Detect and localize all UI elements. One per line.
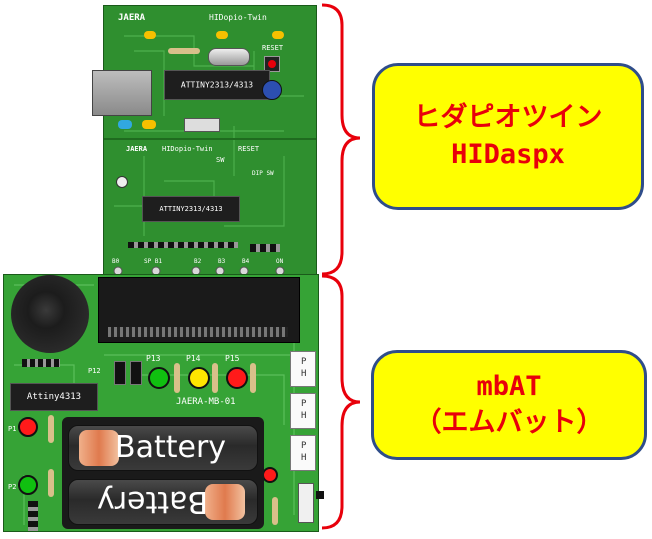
blue-cap — [118, 120, 132, 129]
braces — [321, 3, 361, 530]
switch[interactable] — [184, 118, 220, 132]
pin-label: B4 — [242, 258, 250, 265]
brace-top — [321, 3, 361, 276]
reset-button[interactable] — [264, 56, 280, 72]
ph-connector: P H — [290, 351, 316, 387]
battery-bottom: Battery — [68, 479, 258, 525]
chip-label: ATTINY2313/4313 — [180, 80, 254, 90]
led-yellow — [188, 367, 210, 389]
resistor — [212, 363, 218, 393]
led-top — [116, 176, 128, 188]
battery-top: Battery — [68, 425, 258, 471]
callout-line: ヒダピオツイン — [413, 102, 603, 134]
callout-hidaspx: ヒダピオツイン HIDaspx — [372, 63, 644, 210]
callout-line: mbAT — [476, 370, 542, 402]
pin-label-row: B0 SP B1 B2 B3 B4 ON — [108, 258, 308, 270]
side-label-p12: P12 — [88, 367, 101, 375]
ph-connector-label: P H — [301, 399, 307, 421]
resistor — [48, 469, 54, 497]
attiny-chip-2: ATTINY2313/4313 — [142, 196, 240, 222]
jumper[interactable] — [114, 361, 126, 385]
jumper[interactable] — [130, 361, 142, 385]
callout-line: （エムバット） — [414, 407, 604, 438]
connector-pins — [108, 327, 288, 337]
resistor — [272, 497, 278, 525]
led-red — [226, 367, 248, 389]
chip2-label: ATTINY2313/4313 — [159, 205, 223, 213]
reset-label: RESET — [262, 44, 284, 52]
mid-brand-text: JAERA — [126, 145, 148, 153]
callout-line: HIDaspx — [451, 138, 565, 170]
battery-cap — [79, 430, 119, 466]
attiny4313-chip: Attiny4313 — [10, 383, 98, 411]
pads — [113, 266, 285, 276]
brand-text: JAERA — [118, 13, 146, 23]
yellow-cap — [142, 120, 156, 129]
led-green-p2 — [18, 475, 38, 495]
attiny-chip-1: ATTINY2313/4313 — [164, 70, 270, 100]
resistor — [48, 415, 54, 443]
chip-label: Attiny4313 — [26, 392, 82, 402]
header-pins — [250, 244, 280, 252]
ph-connector-label: P H — [301, 441, 307, 463]
sw-label: SW — [216, 156, 225, 164]
usb-connector — [92, 70, 152, 116]
resistor — [168, 48, 200, 54]
pin-label: B2 — [194, 258, 202, 265]
dip-sw-label: DIP SW — [252, 170, 274, 177]
on-label: ON — [276, 258, 284, 265]
side-label-p2: P2 — [8, 483, 17, 491]
mid-name-text: HIDopio-Twin — [162, 145, 213, 153]
yellow-cap — [272, 31, 284, 39]
battery-cap — [205, 484, 245, 520]
resistor — [250, 363, 256, 393]
pin-header — [28, 501, 38, 531]
switch-knob[interactable] — [316, 491, 324, 499]
board-name: JAERA-MB-01 — [176, 397, 236, 407]
battery-label-top: Battery — [115, 430, 227, 465]
ph-connector-label: P H — [301, 357, 307, 379]
pcb-traces — [104, 35, 316, 236]
reset2-label: RESET — [238, 145, 260, 153]
board-name-text: HIDopio-Twin — [209, 13, 267, 22]
side-label-p1: P1 — [8, 425, 17, 433]
capacitor — [262, 80, 282, 100]
pin-header — [22, 359, 60, 367]
resistor — [174, 363, 180, 393]
brace-bottom — [321, 274, 361, 530]
callout-mbat: mbAT （エムバット） — [371, 350, 647, 460]
led-red-p1 — [18, 417, 38, 437]
pin-label: B3 — [218, 258, 226, 265]
led-label-p13: P13 — [146, 354, 161, 363]
led-label-p14: P14 — [186, 354, 201, 363]
hidaspx-board: JAERA HIDopio-Twin RESET ATTINY2313/4313… — [92, 5, 317, 279]
pin-label: SP B1 — [144, 258, 163, 265]
mbat-board: P13 P14 P15 Attiny4313 P12 JAERA-MB-01 P… — [3, 274, 324, 532]
led-label-p15: P15 — [225, 354, 240, 363]
led-green — [148, 367, 170, 389]
led-red-power — [262, 467, 278, 483]
power-switch[interactable] — [298, 483, 314, 523]
yellow-cap — [216, 31, 228, 39]
crystal — [208, 48, 250, 66]
header-pins — [128, 242, 238, 248]
pin-label: B0 — [112, 258, 120, 265]
battery-label-bottom: Battery — [97, 484, 209, 519]
yellow-cap — [144, 31, 156, 39]
buzzer — [11, 275, 89, 353]
ph-connector: P H — [290, 393, 316, 429]
ph-connector: P H — [290, 435, 316, 471]
